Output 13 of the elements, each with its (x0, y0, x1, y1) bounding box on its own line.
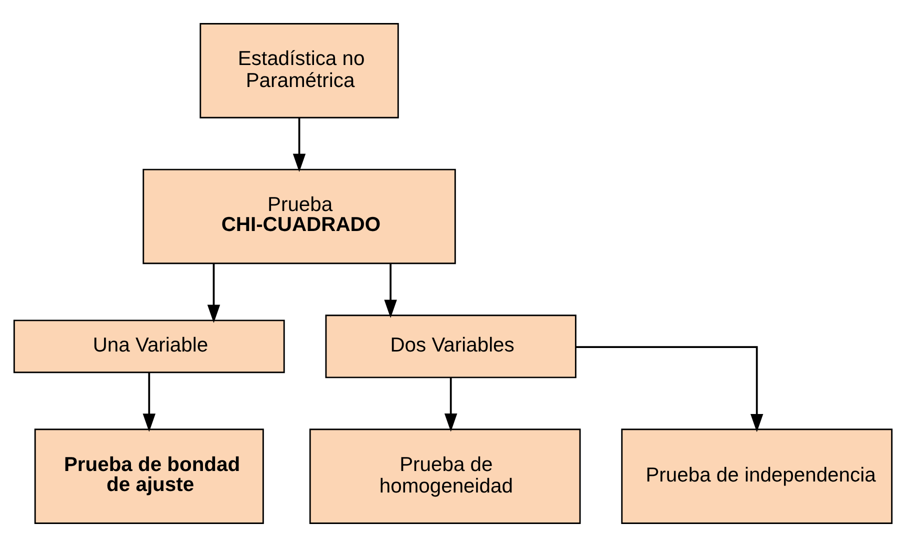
node-box: Prueba de bondad de ajuste (34, 428, 264, 524)
node-box: Prueba de independencia (621, 428, 893, 524)
node-box: Dos Variables (325, 314, 576, 378)
node-box: Una Variable (13, 319, 285, 373)
arrow (444, 377, 458, 432)
arrow (207, 263, 220, 322)
node-box: Estadística no Paramétrica (200, 22, 399, 118)
arrow (384, 263, 397, 318)
node-box: Prueba CHI-CUADRADO (142, 168, 456, 264)
node-box: Prueba de homogeneidad (309, 428, 581, 524)
arrow (576, 346, 764, 432)
arrow (142, 372, 156, 432)
arrow (292, 117, 306, 172)
